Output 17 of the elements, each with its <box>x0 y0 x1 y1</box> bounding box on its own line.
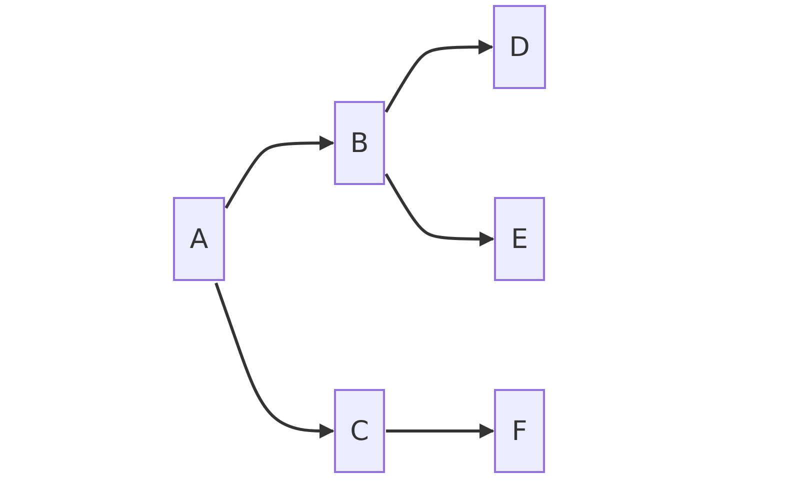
node-label: D <box>509 32 530 62</box>
process-box <box>494 197 545 281</box>
process-box <box>494 389 545 473</box>
arrow <box>384 40 494 113</box>
process-box <box>173 197 225 281</box>
arrow <box>224 136 334 209</box>
arrow <box>386 424 494 438</box>
process-box <box>334 101 385 185</box>
node-label: C <box>350 416 369 446</box>
process-box <box>334 389 385 473</box>
node-label: B <box>350 128 369 158</box>
arrow <box>384 173 494 246</box>
node-label: F <box>512 416 528 446</box>
node-label: E <box>510 224 528 254</box>
node-label: A <box>190 224 208 254</box>
process-box <box>493 5 546 89</box>
arrow <box>214 282 334 438</box>
